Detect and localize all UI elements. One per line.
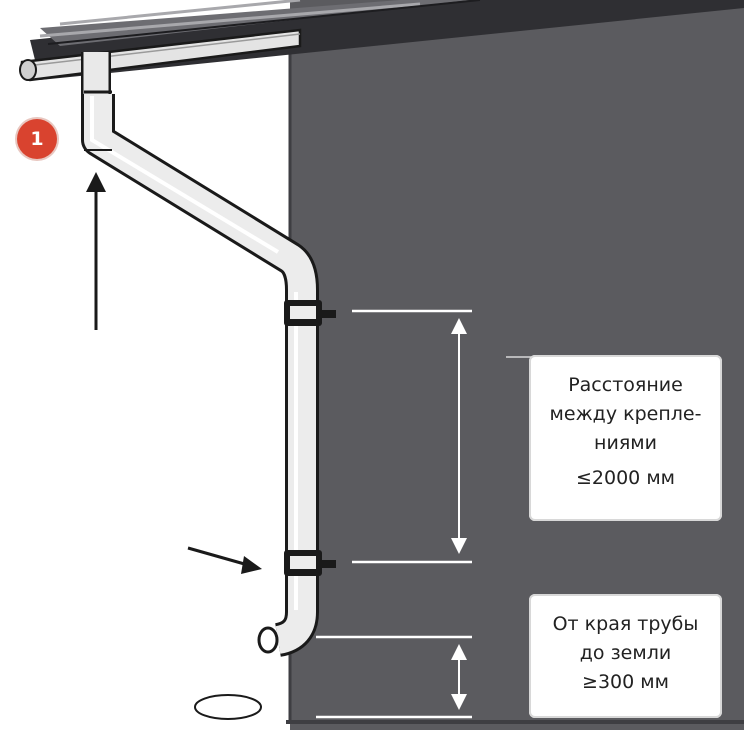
ground-clearance-label: От края трубы до земли ≥300 мм: [529, 594, 722, 718]
spacing-label-value: ≤2000 мм: [576, 467, 675, 489]
callout-number-badge: 1: [17, 119, 57, 159]
drain-spot: [194, 694, 262, 720]
spacing-label-line2: между крепле-: [549, 403, 702, 425]
pointer-arrow-bracket: [187, 546, 262, 574]
ground-label-line2: до земли: [579, 642, 672, 664]
pointer-arrow-up: [86, 172, 106, 330]
ground-label-value: ≥300 мм: [582, 671, 669, 693]
dimension-ground: [316, 635, 472, 719]
downpipe: [81, 52, 319, 657]
roof: [30, 0, 744, 80]
ground-label-line1: От края трубы: [552, 613, 699, 635]
pipe-bracket-lower: [284, 550, 336, 576]
pipe-bracket-upper: [284, 300, 336, 326]
spacing-label-line1: Расстояние: [568, 374, 683, 396]
spacing-label-line3: ниями: [594, 432, 657, 454]
bracket-spacing-label: Расстояние между крепле- ниями ≤2000 мм: [529, 355, 722, 521]
